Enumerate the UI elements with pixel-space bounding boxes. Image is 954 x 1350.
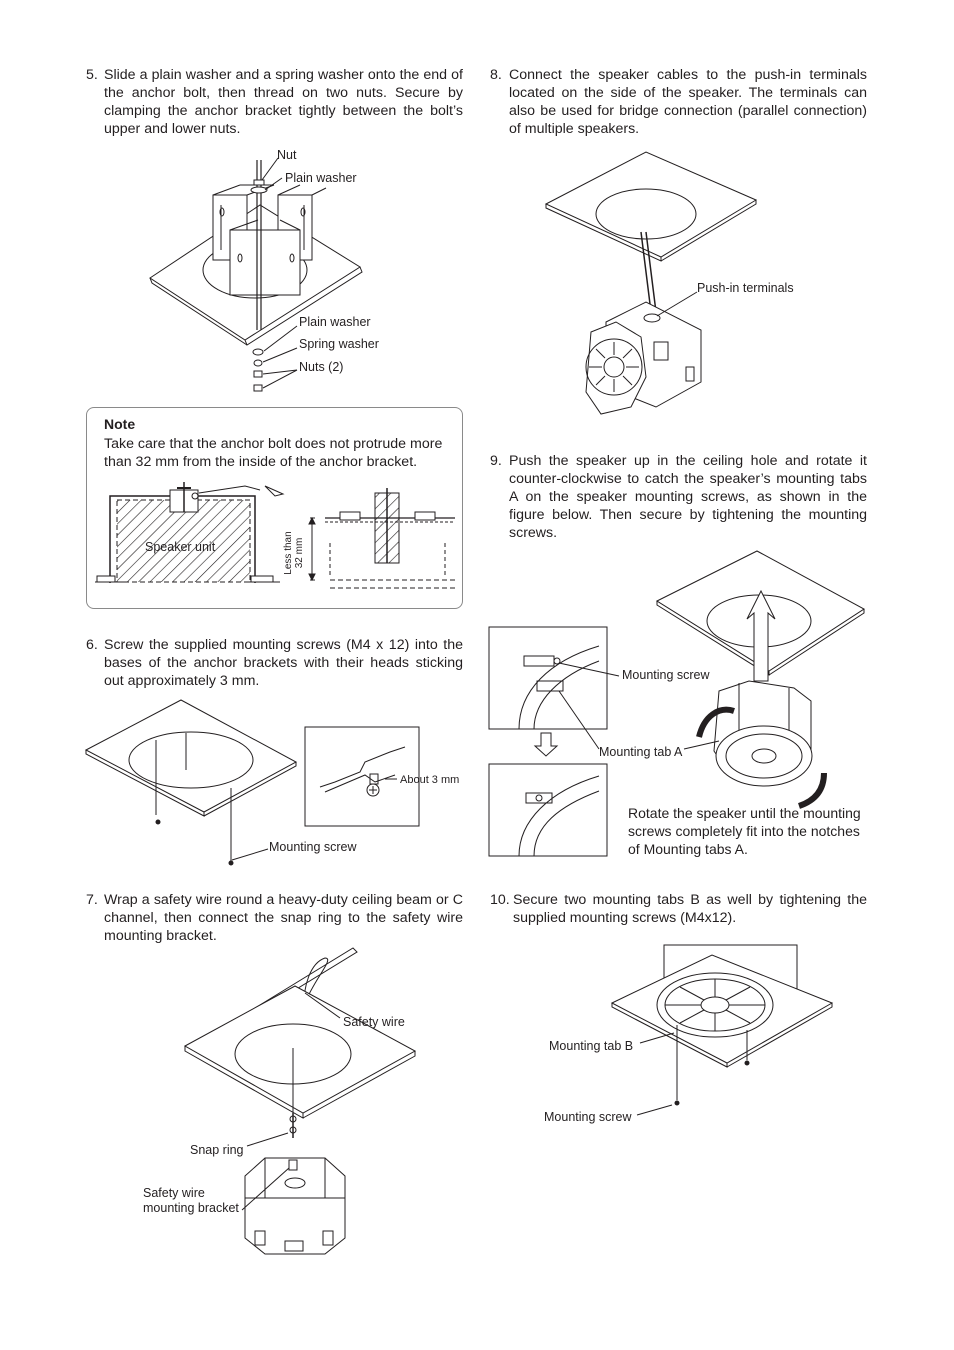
label-32mm: 32 mm	[294, 537, 305, 569]
note-box	[86, 407, 463, 609]
label-less-than: Less than	[283, 531, 294, 575]
label-plain-washer: Plain washer	[299, 315, 371, 329]
label-spring-washer: Spring washer	[299, 337, 379, 351]
figure-note-speaker	[95, 478, 285, 593]
step-text: Screw the supplied mounting screws (M4 x…	[104, 637, 463, 689]
step-10: 10. Secure two mounting tabs B as well b…	[490, 891, 867, 927]
step-number: 9.	[490, 453, 502, 469]
label-speaker-unit: Speaker unit	[145, 540, 216, 554]
figure-anchor-bolt	[140, 150, 380, 400]
label-nut: Nut	[277, 148, 297, 162]
step-text: Secure two mounting tabs B as well by ti…	[513, 892, 867, 926]
figure-screw-detail	[305, 727, 420, 827]
step-number: 6.	[86, 637, 98, 653]
step-6: 6. Screw the supplied mounting screws (M…	[86, 636, 463, 690]
figure-rotate-speaker	[489, 551, 869, 861]
label-mounting-tab-a: Mounting tab A	[599, 745, 683, 759]
step-text: Push the speaker up in the ceiling hole …	[509, 453, 867, 541]
step-8: 8. Connect the speaker cables to the pus…	[490, 66, 867, 138]
label-less-than-32mm: Less than 32 mm	[283, 522, 305, 584]
step-number: 5.	[86, 67, 98, 83]
rotate-note: Rotate the speaker until the mounting sc…	[628, 805, 861, 857]
figure-push-in-terminals	[546, 152, 796, 422]
label-mounting-tab-b: Mounting tab B	[549, 1039, 634, 1053]
step-text: Connect the speaker cables to the push-i…	[509, 67, 867, 137]
note-title: Note	[104, 416, 136, 432]
label-about-3mm: About 3 mm	[400, 774, 460, 786]
label-safety-wire-bracket-line2: mounting bracket	[143, 1201, 239, 1215]
label-plain-washer-top: Plain washer	[285, 171, 357, 185]
figure-mounting-tab-b	[612, 945, 842, 1110]
step-number: 10.	[490, 892, 510, 908]
label-mounting-screw-9: Mounting screw	[622, 668, 710, 682]
label-safety-wire-bracket: Safety wire mounting bracket	[143, 1186, 239, 1216]
figure-note-detail	[305, 488, 460, 600]
label-mounting-screw-10: Mounting screw	[544, 1110, 632, 1124]
step-text: Slide a plain washer and a spring washer…	[104, 67, 463, 137]
leader-mounting-screw-6	[232, 847, 272, 862]
step-9: 9. Push the speaker up in the ceiling ho…	[490, 452, 867, 542]
label-nuts-2: Nuts (2)	[299, 360, 344, 374]
step-text: Wrap a safety wire round a heavy-duty ce…	[104, 892, 463, 944]
step-5: 5. Slide a plain washer and a spring was…	[86, 66, 463, 138]
step-number: 7.	[86, 892, 98, 908]
label-safety-wire-bracket-line1: Safety wire	[143, 1186, 205, 1200]
note-text: Take care that the anchor bolt does not …	[104, 436, 443, 470]
leader-push-in-terminals	[655, 290, 700, 318]
figure-mounting-screws	[86, 700, 301, 870]
label-mounting-screw-6: Mounting screw	[269, 840, 357, 854]
step-7: 7. Wrap a safety wire round a heavy-duty…	[86, 891, 463, 945]
label-safety-wire: Safety wire	[343, 1015, 405, 1029]
step-number: 8.	[490, 67, 502, 83]
label-push-in-terminals: Push-in terminals	[697, 281, 794, 295]
label-snap-ring: Snap ring	[190, 1143, 244, 1157]
figure-safety-wire	[185, 948, 415, 1263]
